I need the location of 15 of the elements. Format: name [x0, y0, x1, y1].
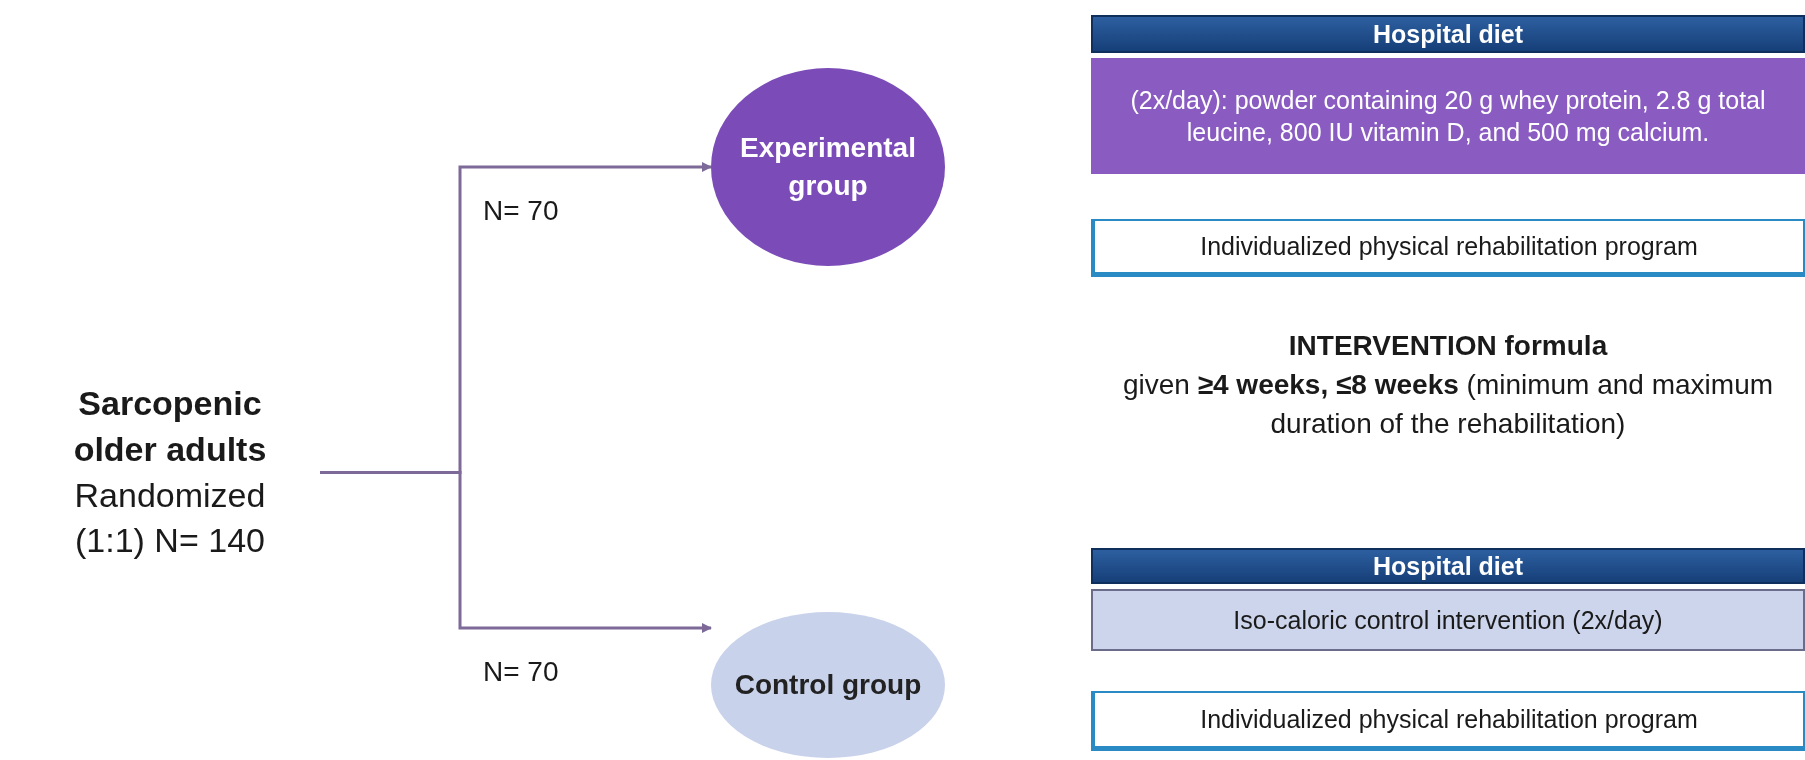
- edge-label: N= 70: [483, 195, 559, 227]
- heading: Sarcopenic older adults: [72, 382, 268, 470]
- group-ellipse: Control group: [711, 612, 945, 758]
- program-box: Individualized physical rehabilitation program: [1091, 691, 1805, 751]
- arrow: [320, 471, 712, 633]
- header-bar: Hospital diet: [1091, 548, 1805, 584]
- note: given ≥4 weeks, ≤8 weeks (minimum and maximum duration of the rehabilitation): [1121, 368, 1775, 442]
- description: Randomized (1:1) N= 140: [73, 474, 267, 562]
- program-box: Individualized physical rehabilitation program: [1091, 219, 1805, 277]
- group-ellipse: Experimental group: [711, 68, 945, 266]
- intervention-box: (2x/day): powder containing 20 g whey protein, 2.8 g total leucine, 800 IU vitamin D, and 500 mg calcium.: [1091, 58, 1805, 174]
- edge-label: N= 70: [483, 656, 559, 688]
- section-heading: INTERVENTION formula: [1287, 329, 1609, 363]
- intervention-box: Iso-caloric control intervention (2x/day): [1091, 589, 1805, 651]
- header-bar: Hospital diet: [1091, 15, 1805, 53]
